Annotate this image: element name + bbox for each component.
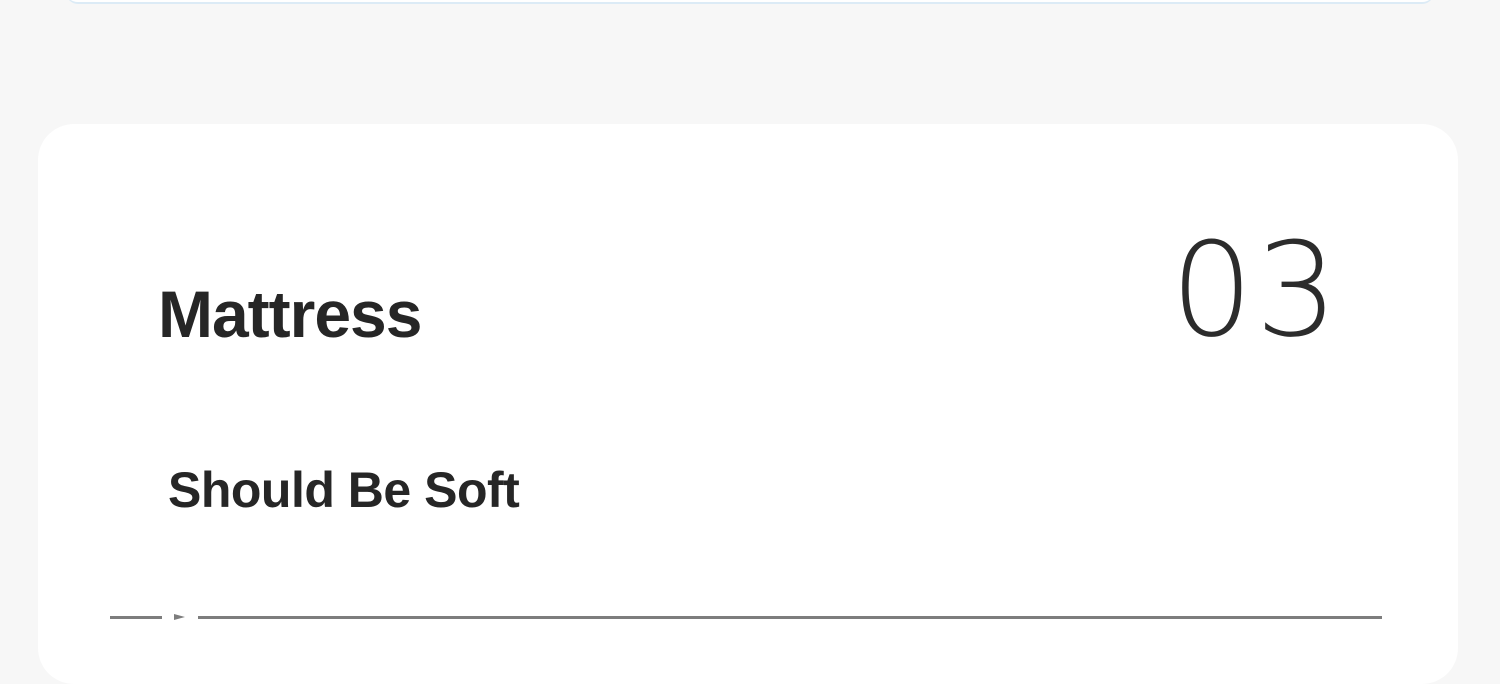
divider-long-segment (198, 616, 1382, 619)
arrow-marker-icon (174, 614, 185, 620)
card-divider (110, 614, 1382, 620)
card-number: 03 (1170, 214, 1340, 366)
divider-short-segment (110, 616, 162, 619)
card-title: Mattress (158, 277, 422, 351)
card-subtitle: Should Be Soft (168, 462, 520, 518)
previous-card-edge (66, 0, 1434, 4)
feature-card: Mattress 03 Should Be Soft (38, 124, 1458, 684)
